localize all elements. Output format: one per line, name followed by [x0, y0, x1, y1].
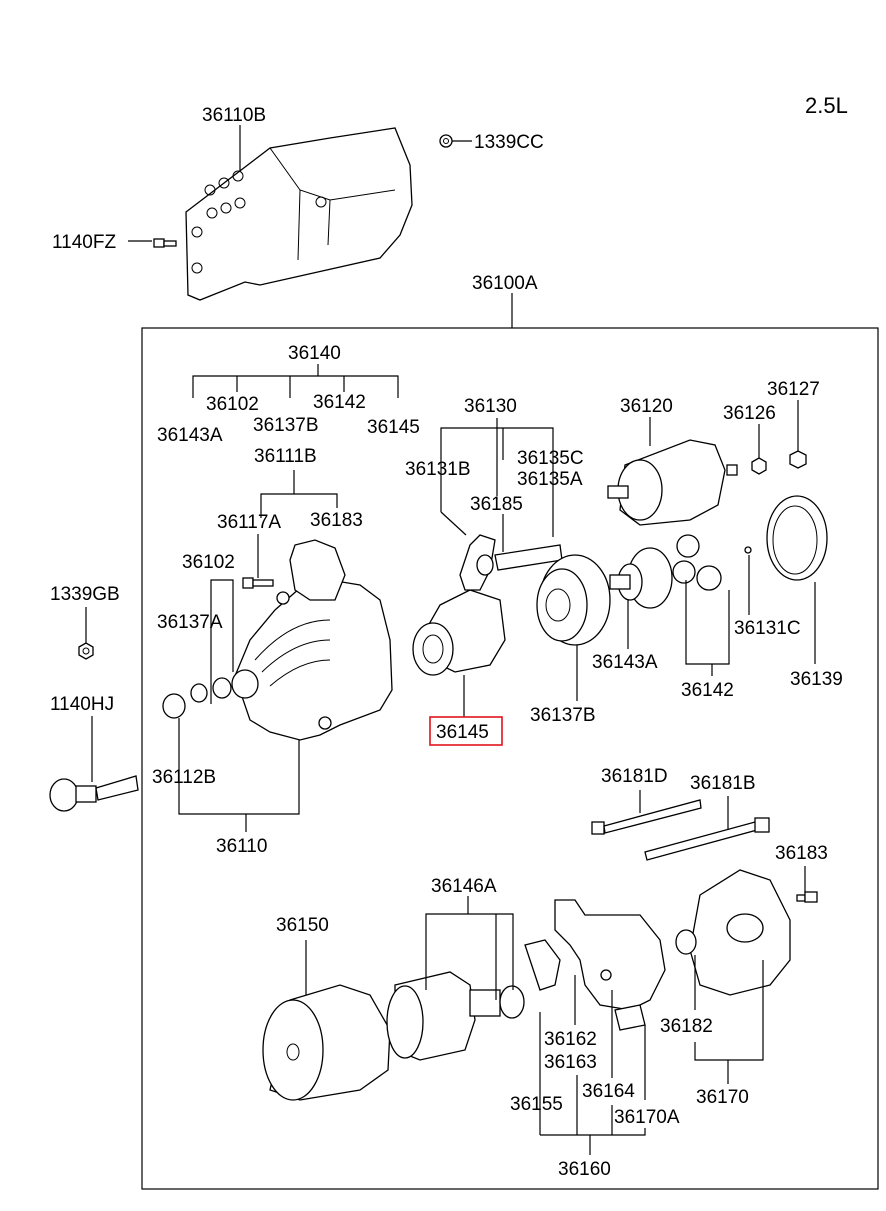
- part-label-36143a-top[interactable]: 36143A: [157, 425, 223, 446]
- part-label-36143a-mid[interactable]: 36143A: [592, 652, 658, 673]
- through-bolt-36181d-drawing: [591, 799, 702, 835]
- part-label-1339cc[interactable]: 1339CC: [474, 132, 544, 153]
- part-label-36112b[interactable]: 36112B: [152, 767, 216, 788]
- part-label-36137b-mid[interactable]: 36137B: [530, 705, 596, 726]
- front-housing-drawing: [162, 539, 393, 741]
- part-label-36164[interactable]: 36164: [582, 1081, 635, 1102]
- nut-1339cc-drawing: [439, 134, 453, 148]
- part-label-36102-top[interactable]: 36102: [206, 394, 259, 415]
- part-label-36135c[interactable]: 36135C: [517, 448, 584, 469]
- part-label-36117a[interactable]: 36117A: [217, 512, 281, 533]
- part-label-36170[interactable]: 36170: [696, 1087, 749, 1108]
- part-label-36120[interactable]: 36120: [620, 396, 673, 417]
- part-label-1339gb[interactable]: 1339GB: [50, 584, 120, 605]
- part-label-36145-top[interactable]: 36145: [367, 417, 420, 438]
- planet-gears-36142-drawing: [672, 534, 722, 591]
- part-label-36160[interactable]: 36160: [558, 1159, 611, 1180]
- part-label-36131b[interactable]: 36131B: [405, 459, 471, 480]
- part-label-36140[interactable]: 36140: [288, 343, 341, 364]
- leader-lines: [85, 125, 816, 1155]
- part-label-36163[interactable]: 36163: [544, 1052, 597, 1073]
- rear-bracket-36170-drawing: [675, 869, 791, 996]
- part-label-36127[interactable]: 36127: [767, 379, 820, 400]
- ring-36139-drawing: [766, 495, 828, 581]
- internal-gear-36137b-drawing: [536, 554, 611, 646]
- nut-36127-drawing: [789, 450, 807, 469]
- ball-36131c-drawing: [744, 546, 752, 554]
- assembly-frame: [141, 327, 879, 1190]
- screw-36183-drawing: [796, 891, 818, 903]
- part-label-36155[interactable]: 36155: [510, 1094, 563, 1115]
- part-label-36135a[interactable]: 36135A: [517, 469, 583, 490]
- part-label-1140fz[interactable]: 1140FZ: [52, 232, 116, 253]
- bolt-36117a-drawing: [242, 577, 274, 589]
- part-label-36142-top[interactable]: 36142: [313, 392, 366, 413]
- part-label-36150[interactable]: 36150: [276, 915, 329, 936]
- part-label-36183-top[interactable]: 36183: [310, 510, 363, 531]
- part-label-36139[interactable]: 36139: [790, 669, 843, 690]
- through-bolt-36181b-drawing: [644, 817, 770, 861]
- shaft-36143a-drawing: [609, 547, 673, 609]
- part-label-36183-bottom[interactable]: 36183: [775, 843, 828, 864]
- solenoid-36120-drawing: [607, 439, 738, 526]
- drive-pinion-36145-drawing: [412, 589, 506, 676]
- part-label-36142-mid[interactable]: 36142: [681, 680, 734, 701]
- part-label-36182[interactable]: 36182: [660, 1016, 713, 1037]
- part-label-36131c[interactable]: 36131C: [734, 618, 801, 639]
- part-label-36146a[interactable]: 36146A: [431, 876, 497, 897]
- part-label-36110b[interactable]: 36110B: [202, 105, 266, 126]
- yoke-36150-drawing: [262, 984, 391, 1101]
- heat-shield-drawing: [185, 127, 413, 301]
- part-label-36130[interactable]: 36130: [464, 396, 517, 417]
- part-label-36185[interactable]: 36185: [470, 494, 523, 515]
- part-label-36181b[interactable]: 36181B: [690, 773, 756, 794]
- part-label-36137a[interactable]: 36137A: [157, 612, 223, 633]
- part-label-1140hj[interactable]: 1140HJ: [50, 694, 114, 715]
- brush-holder-36160-drawing: [524, 899, 666, 1031]
- selected-part-highlight: [429, 716, 503, 746]
- engine-label: 2.5L: [805, 93, 848, 118]
- part-label-36100a[interactable]: 36100A: [472, 273, 538, 294]
- armature-36146a-drawing: [386, 971, 525, 1061]
- nut-1339gb-drawing: [78, 642, 94, 660]
- part-label-36162[interactable]: 36162: [544, 1029, 597, 1050]
- nut-36126-drawing: [751, 457, 767, 475]
- part-label-36102-mid[interactable]: 36102: [182, 552, 235, 573]
- part-label-36111b[interactable]: 36111B: [254, 446, 317, 467]
- part-label-36145-selected[interactable]: 36145: [436, 722, 489, 743]
- part-label-36137b-top[interactable]: 36137B: [253, 415, 319, 436]
- part-label-36181d[interactable]: 36181D: [601, 766, 668, 787]
- bolt-1140fz-drawing: [153, 238, 177, 248]
- part-label-36110[interactable]: 36110: [216, 836, 267, 857]
- part-label-36126[interactable]: 36126: [723, 403, 776, 424]
- part-label-36170a[interactable]: 36170A: [614, 1107, 680, 1128]
- bolt-1140hj-drawing: [49, 775, 139, 812]
